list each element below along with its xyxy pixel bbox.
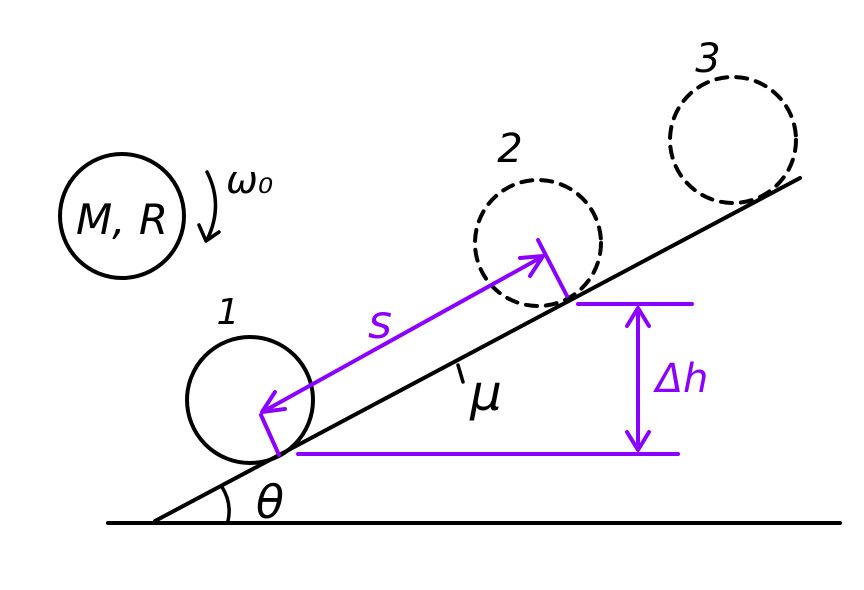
label-position-1: 1 [217, 292, 240, 333]
radius-marker-1 [259, 413, 281, 457]
rotation-arrow [205, 170, 218, 242]
distance-arrow [264, 256, 542, 412]
distance-arrow-head-end [518, 254, 545, 278]
ball-position-2 [473, 178, 603, 308]
radius-marker-2 [536, 238, 569, 298]
body-legend-circle [58, 152, 186, 280]
label-friction: μ [469, 364, 502, 422]
height-arrow-head-top [625, 306, 651, 328]
label-height: Δh [653, 356, 709, 402]
friction-tick [456, 363, 465, 384]
ball-position-3 [668, 75, 798, 205]
label-body: M, R [76, 195, 168, 244]
label-distance: s [368, 295, 392, 349]
distance-arrow-head-start [260, 390, 287, 414]
label-position-2: 2 [497, 126, 522, 172]
incline-line [153, 176, 802, 523]
height-arrow-head-bottom [625, 430, 651, 452]
rotation-arrow-head [197, 223, 221, 243]
angle-arc [220, 485, 231, 523]
label-omega: ω₀ [226, 158, 273, 202]
ball-position-1 [185, 335, 315, 465]
label-angle: θ [256, 475, 284, 529]
label-position-3: 3 [695, 36, 720, 82]
